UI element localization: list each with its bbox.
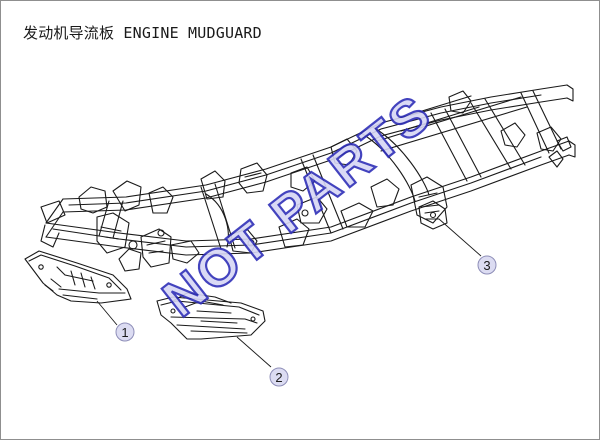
diagram-title: 发动机导流板 ENGINE MUDGUARD <box>23 24 262 42</box>
front-mudguard <box>24 250 132 304</box>
callout-3[interactable]: 3 <box>477 255 497 275</box>
leader-line-2 <box>236 336 272 368</box>
watermark: NOT PARTS <box>153 84 444 329</box>
leader-line-3 <box>438 218 482 257</box>
mid-frame-mounts <box>200 138 374 254</box>
callout-2-badge <box>269 367 289 387</box>
callout-2[interactable]: 2 <box>269 367 289 387</box>
frame-rail-near <box>45 140 570 256</box>
center-mudguard <box>156 292 266 340</box>
rear-frame-mounts <box>370 84 576 224</box>
callout-3-badge <box>477 255 497 275</box>
rear-mount-bracket <box>418 200 448 230</box>
callout-1-badge <box>115 322 135 342</box>
front-suspension-mounts <box>40 180 200 272</box>
callout-1[interactable]: 1 <box>115 322 135 342</box>
callout-3-label: 3 <box>483 258 490 273</box>
callout-2-label: 2 <box>275 370 282 385</box>
leader-line-1 <box>96 300 118 326</box>
callout-1-label: 1 <box>121 325 128 340</box>
frame-rail-far <box>62 84 568 213</box>
